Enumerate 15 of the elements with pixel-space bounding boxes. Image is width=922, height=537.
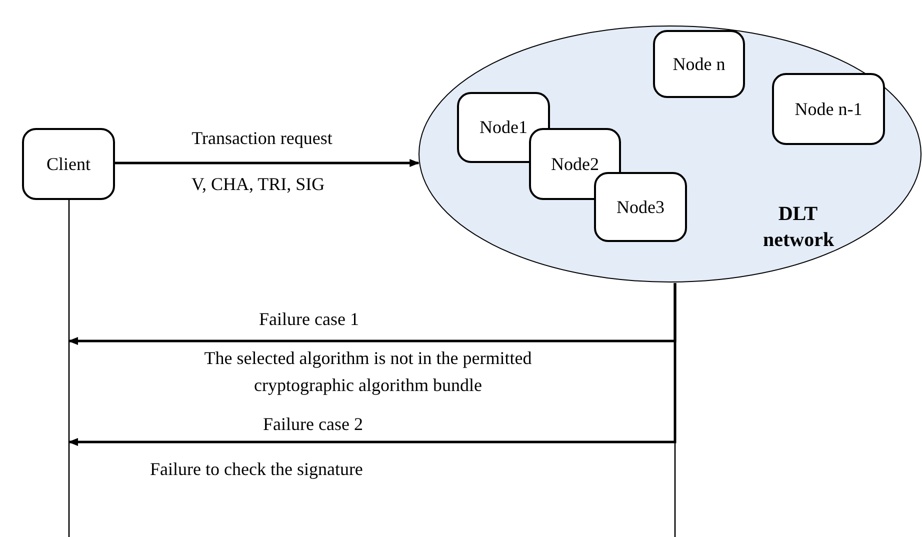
node-box: Node n — [653, 30, 745, 98]
network-ellipse — [418, 25, 922, 283]
failure-description: Failure to check the signature — [150, 459, 363, 480]
failure-description: The selected algorithm is not in the permitted cryptographic algorithm bundle — [203, 347, 533, 397]
network-title: DLT network — [763, 202, 833, 253]
node-box: Node n-1 — [772, 73, 885, 145]
message-parameters: V, CHA, TRI, SIG — [191, 174, 325, 195]
client-box: Client — [22, 128, 115, 200]
message-arrow — [68, 283, 676, 446]
edge-label: Failure case 1 — [259, 309, 359, 330]
edge-label: Failure case 2 — [263, 414, 363, 435]
lifeline — [68, 200, 70, 537]
message-arrow — [115, 159, 420, 167]
node-box: Node3 — [594, 172, 687, 242]
edge-label: Transaction request — [192, 128, 332, 149]
